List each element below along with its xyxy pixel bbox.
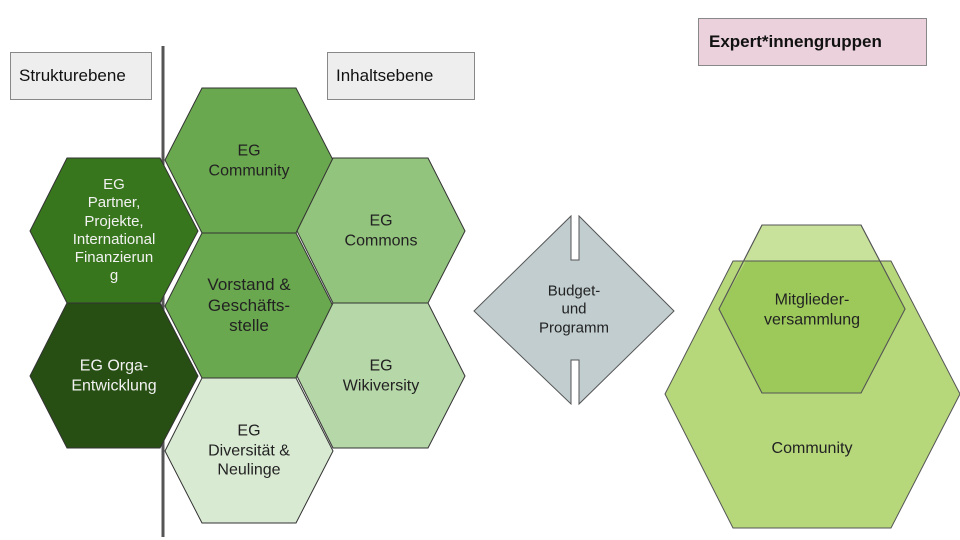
label-inhaltsebene: Inhaltsebene bbox=[327, 52, 475, 100]
hex-orga bbox=[29, 302, 199, 449]
hex-vorstand-label: Vorstand &Geschäfts-stelle bbox=[207, 274, 291, 336]
budget-connector-shape bbox=[473, 214, 675, 406]
hex-diversitaet bbox=[164, 377, 334, 524]
hex-wikiversity bbox=[296, 302, 466, 449]
hex-overlap bbox=[719, 261, 905, 393]
mitglieder-label: Mitglieder-versammlung bbox=[763, 291, 861, 328]
label-expertinnengruppen: Expert*innengruppen bbox=[698, 18, 927, 66]
right-community-label: Community bbox=[771, 440, 853, 458]
label-strukturebene: Strukturebene bbox=[10, 52, 152, 100]
hex-orga-label: EG Orga-Entwicklung bbox=[71, 357, 157, 394]
hex-right-mitglieder-outline bbox=[718, 224, 906, 394]
